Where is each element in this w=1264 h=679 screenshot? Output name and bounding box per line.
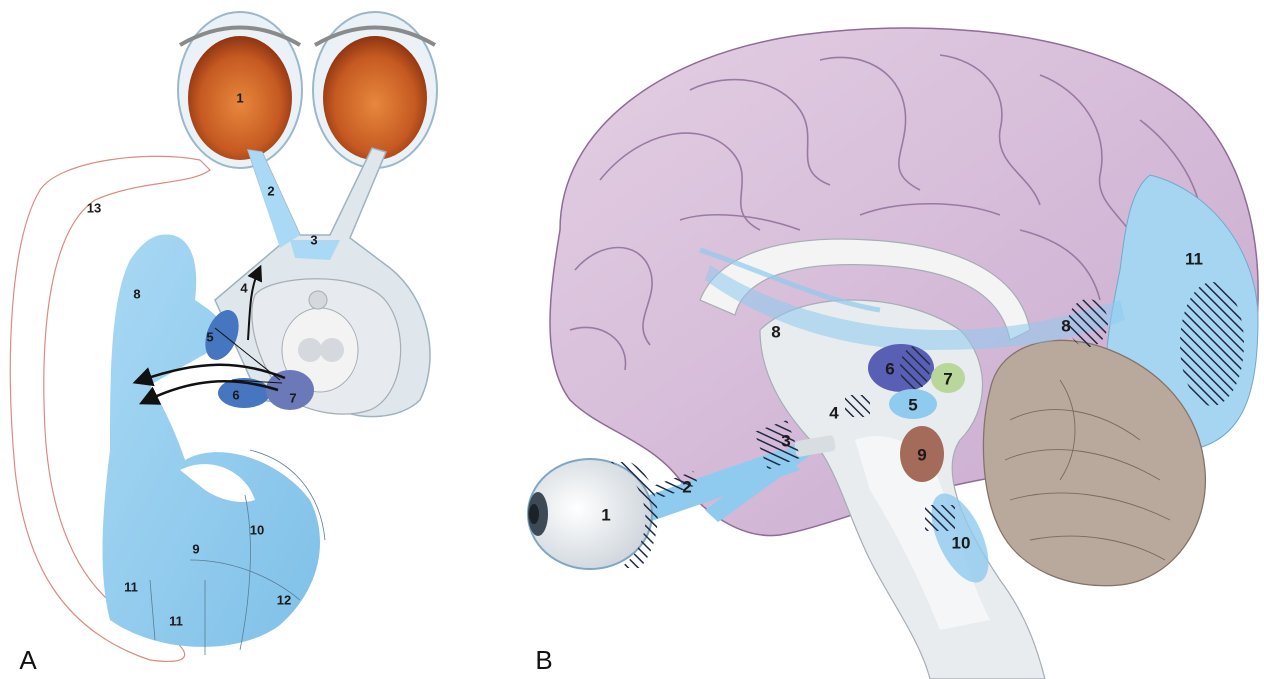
label-b-4: 4 — [829, 403, 839, 422]
label-b-10: 10 — [952, 533, 971, 552]
label-b-2: 2 — [682, 477, 691, 496]
panel-letter-b: B — [535, 645, 552, 675]
label-a-1: 1 — [236, 90, 243, 105]
label-b-11: 11 — [1185, 249, 1203, 268]
label-a-5: 5 — [206, 329, 213, 344]
panel-b: 1 2 3 4 5 6 7 8 8 9 10 11 B — [528, 28, 1258, 679]
label-a-7: 7 — [289, 390, 296, 405]
label-b-9: 9 — [917, 445, 926, 464]
label-b-5: 5 — [908, 395, 917, 414]
label-a-10: 10 — [250, 522, 264, 537]
label-a-3: 3 — [310, 232, 317, 247]
label-a-2: 2 — [267, 183, 274, 198]
label-a-12: 12 — [277, 592, 291, 607]
label-a-11b: 11 — [169, 613, 183, 628]
label-a-13: 13 — [87, 200, 101, 215]
label-b-6: 6 — [885, 359, 894, 378]
eye-icon — [528, 459, 658, 569]
label-b-7: 7 — [943, 369, 952, 388]
label-a-6: 6 — [232, 387, 239, 402]
label-b-8b: 8 — [1061, 316, 1070, 335]
label-a-9: 9 — [192, 541, 199, 556]
label-a-4: 4 — [240, 280, 248, 295]
label-b-8a: 8 — [771, 322, 780, 341]
label-a-8: 8 — [133, 286, 140, 301]
panel-a: 1 2 3 4 5 6 7 8 9 10 11 11 12 13 A — [10, 12, 437, 675]
label-b-1: 1 — [601, 505, 610, 524]
label-b-3: 3 — [781, 431, 790, 450]
panel-letter-a: A — [19, 645, 37, 675]
eye-icon — [313, 12, 437, 168]
label-a-11a: 11 — [124, 579, 138, 594]
